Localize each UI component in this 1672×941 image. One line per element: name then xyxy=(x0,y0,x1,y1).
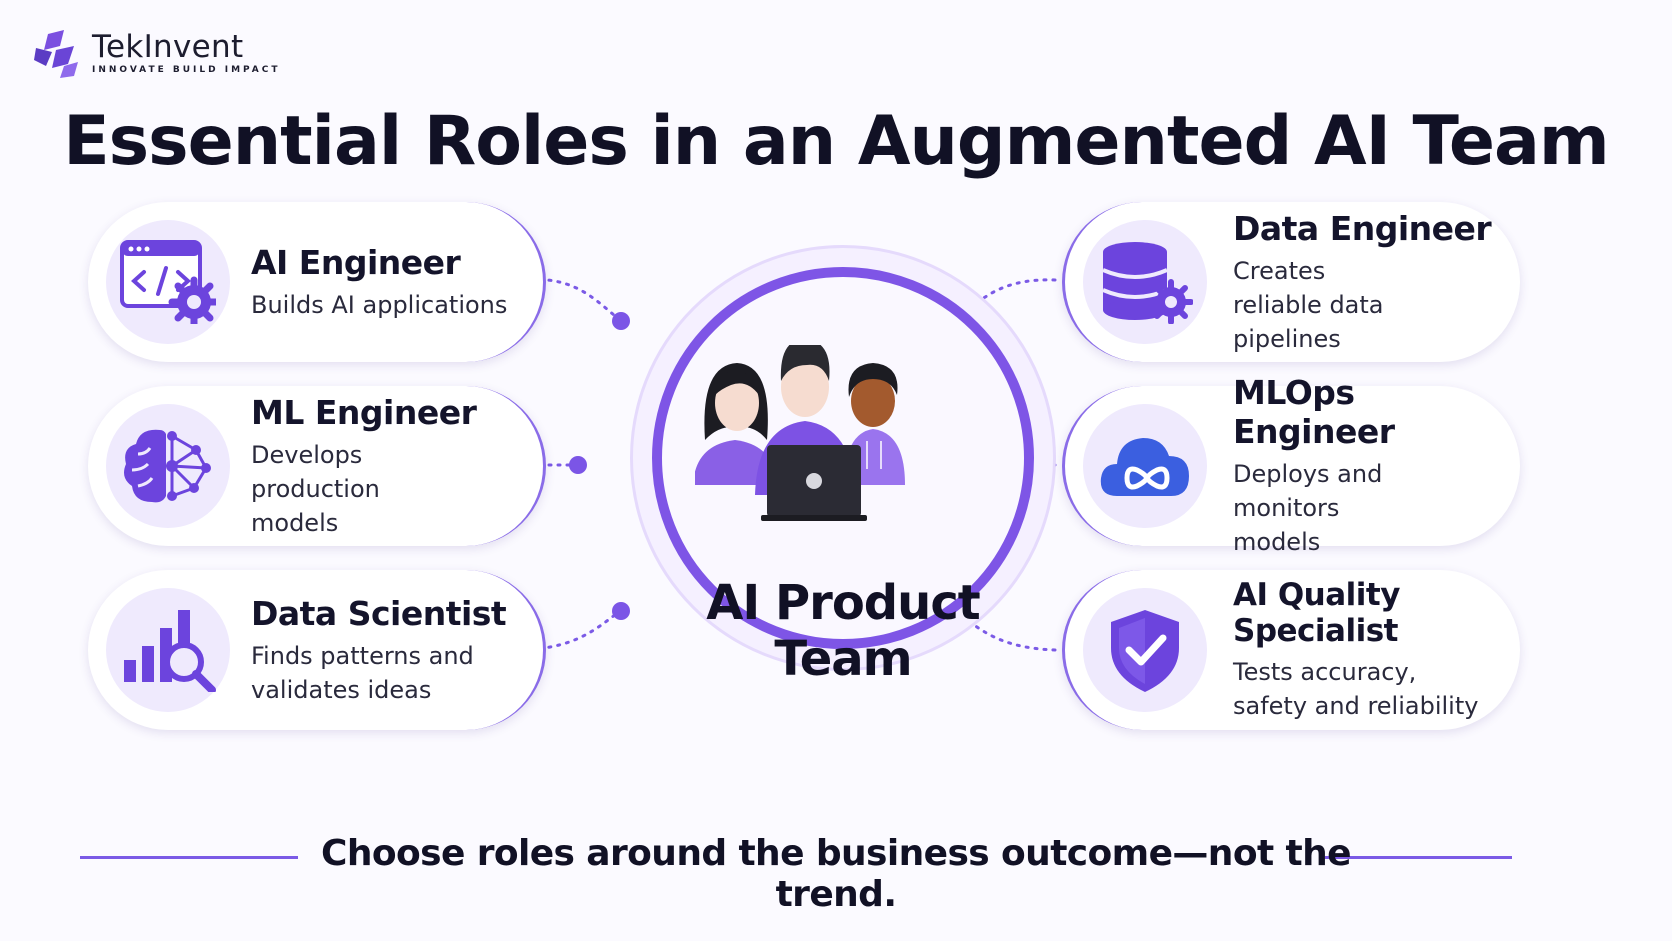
team-people-icon xyxy=(695,345,905,521)
code-gear-icon xyxy=(120,240,216,324)
role-title: Data Engineer xyxy=(1233,208,1492,248)
role-description: Tests accuracy, safety and reliability xyxy=(1233,658,1479,720)
role-description: Builds AI applications xyxy=(251,290,508,319)
role-title: ML Engineer xyxy=(251,392,477,432)
chart-magnifier-icon xyxy=(124,610,216,692)
role-title: AI Engineer xyxy=(251,242,461,282)
role-card-ai-quality-specialist: AI Quality Specialist Tests accuracy, sa… xyxy=(1062,570,1520,730)
role-description: Creates reliable data pipelines xyxy=(1233,256,1384,353)
role-description: Finds patterns and validates ideas xyxy=(251,641,474,704)
brain-network-icon xyxy=(124,429,211,503)
connector-dot xyxy=(612,602,630,620)
role-title: MLOps Engineer xyxy=(1233,373,1395,451)
role-description: Develops production models xyxy=(251,440,380,537)
footer-tagline: Choose roles around the business outcome… xyxy=(321,833,1352,915)
brand-tagline: INNOVATE BUILD IMPACT xyxy=(92,64,281,75)
brand-name: TekInvent xyxy=(92,28,244,65)
footer-divider-left xyxy=(80,856,298,859)
hub-label: AI Product Team xyxy=(652,575,1034,687)
hub-label-line2: Team xyxy=(774,631,912,687)
connector-ai-engineer xyxy=(520,277,622,322)
brand-logo: TekInvent INNOVATE BUILD IMPACT xyxy=(34,28,281,78)
connector-dot xyxy=(569,456,587,474)
role-card-ml-engineer: ML Engineer Develops production models xyxy=(88,386,546,546)
hub-label-line1: AI Product xyxy=(706,575,980,631)
connector-dot xyxy=(612,312,630,330)
role-card-data-scientist: Data Scientist Finds patterns and valida… xyxy=(88,570,546,730)
shield-check-icon xyxy=(1111,610,1179,692)
role-title: Data Scientist xyxy=(251,593,507,633)
role-description: Deploys and monitors models xyxy=(1233,460,1383,556)
connector-data-scientist xyxy=(520,609,622,652)
role-card-mlops-engineer: MLOps Engineer Deploys and monitors mode… xyxy=(1062,373,1520,556)
role-card-data-engineer: Data Engineer Creates reliable data pipe… xyxy=(1062,202,1520,362)
database-gear-icon xyxy=(1102,242,1193,324)
role-title: AI Quality Specialist xyxy=(1233,577,1400,649)
tekinvent-logo-icon xyxy=(34,30,78,78)
cloud-infinity-icon xyxy=(1100,438,1189,496)
page-title: Essential Roles in an Augmented AI Team xyxy=(63,102,1610,181)
role-card-ai-engineer: AI Engineer Builds AI applications xyxy=(88,202,546,362)
footer-divider-right xyxy=(1325,856,1512,859)
